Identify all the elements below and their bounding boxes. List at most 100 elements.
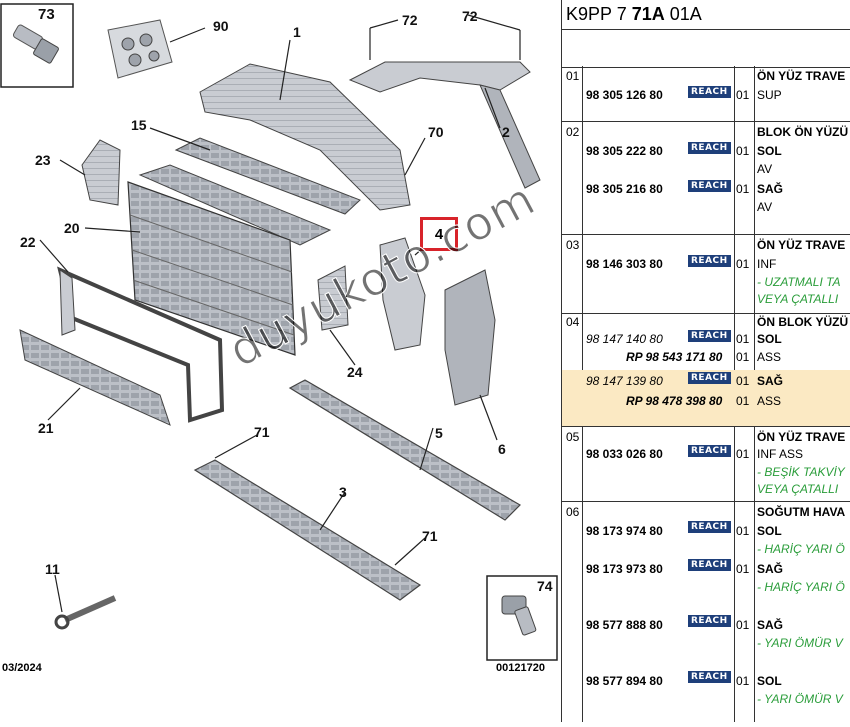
part-number[interactable]: 98 577 894 80 [586, 674, 663, 688]
seal-strip-15 [138, 137, 361, 246]
deflector-23 [81, 139, 121, 206]
quantity: 01 [736, 257, 750, 271]
callout-11: 11 [45, 561, 60, 577]
row-index: 01 [566, 69, 580, 83]
part-number[interactable]: 98 305 222 80 [586, 144, 663, 158]
part-side: SAĞ [757, 618, 784, 632]
row-index: 04 [566, 315, 580, 329]
panel-header-row [562, 29, 850, 68]
reach-badge: REACH [688, 445, 731, 457]
quantity: 01 [736, 182, 750, 196]
reach-badge: REACH [688, 559, 731, 571]
callout-15: 15 [131, 117, 147, 133]
reach-badge: REACH [688, 521, 731, 533]
bolt-icon-73 [12, 24, 59, 64]
row-heading: ÖN YÜZ TRAVE [757, 430, 846, 444]
replacement-part-number[interactable]: RP 98 543 171 80 [626, 350, 723, 364]
callout-20: 20 [64, 220, 80, 236]
table-row[interactable]: 04 ÖN BLOK YÜZÜ 98 147 140 80 REACH 01 S… [562, 314, 850, 427]
callout-22: 22 [20, 234, 36, 250]
part-number[interactable]: 98 305 216 80 [586, 182, 663, 196]
leader-lines [39, 14, 521, 613]
row-heading: ÖN YÜZ TRAVE [757, 238, 846, 252]
lower-spoiler-21 [19, 329, 171, 426]
callout-74: 74 [537, 578, 553, 594]
part-desc: INF [757, 257, 777, 271]
diagram-drawing [0, 3, 558, 661]
screw-icon-74 [501, 595, 537, 636]
part-note: VEYA ÇATALLI [757, 482, 839, 496]
callout-6: 6 [498, 441, 506, 457]
callout-24: 24 [347, 364, 363, 380]
reach-badge: REACH [688, 86, 731, 98]
table-row[interactable]: 01 ÖN YÜZ TRAVE 98 305 126 80 REACH 01 S… [562, 66, 850, 122]
table-row[interactable]: 03 ÖN YÜZ TRAVE 98 146 303 80 REACH 01 I… [562, 235, 850, 314]
part-side: SOL [757, 674, 782, 688]
quantity: 01 [736, 88, 750, 102]
part-number[interactable]: 98 577 888 80 [586, 618, 663, 632]
callout-2: 2 [502, 124, 510, 140]
quantity: 01 [736, 144, 750, 158]
part-number[interactable]: 98 173 973 80 [586, 562, 663, 576]
callout-4-highlighted: 4 [420, 217, 458, 251]
quantity: 01 [736, 524, 750, 538]
part-number[interactable]: 98 033 026 80 [586, 447, 663, 461]
part-note: - YARI ÖMÜR V [757, 692, 843, 706]
parts-list-panel: K9PP 7 71A 01A 01 ÖN YÜZ TRAVE 98 305 12… [561, 0, 850, 722]
callout-72a: 72 [402, 12, 418, 28]
part-number[interactable]: 98 305 126 80 [586, 88, 663, 102]
shutter-frame-20 [127, 181, 296, 356]
table-row[interactable]: 06 SOĞUTM HAVA 98 173 974 80 REACH 01 SO… [562, 502, 850, 722]
part-number[interactable]: 98 147 139 80 [586, 374, 663, 388]
part-number[interactable]: 98 173 974 80 [586, 524, 663, 538]
replacement-part-number[interactable]: RP 98 478 398 80 [626, 394, 723, 408]
lower-crossmember-5 [288, 379, 521, 521]
row-index: 02 [566, 125, 580, 139]
table-row[interactable]: 02 BLOK ÖN YÜZÜ 98 305 222 80 REACH 01 S… [562, 122, 850, 235]
row-heading: SOĞUTM HAVA [757, 505, 846, 519]
upper-crossmember-1 [199, 63, 411, 211]
quantity: 01 [736, 350, 750, 364]
quantity: 01 [736, 447, 750, 461]
row-heading: BLOK ÖN YÜZÜ [757, 125, 849, 139]
row-index: 06 [566, 505, 580, 519]
callout-70: 70 [428, 124, 444, 140]
deflector-24 [317, 265, 349, 331]
table-row[interactable]: 05 ÖN YÜZ TRAVE 98 033 026 80 REACH 01 I… [562, 427, 850, 502]
side-bracket-4 [379, 237, 426, 351]
part-side: SOL [757, 332, 782, 346]
part-note: - HARİÇ YARI Ö [757, 580, 845, 594]
part-side: SOL [757, 144, 782, 158]
bracket-2 [348, 61, 541, 189]
part-desc: SUP [757, 88, 782, 102]
title-suffix: 01A [664, 4, 702, 24]
lower-frame-22 [57, 266, 225, 423]
title-bold: 71A [631, 4, 665, 24]
quantity: 01 [736, 674, 750, 688]
part-side: SOL [757, 524, 782, 538]
part-note: - YARI ÖMÜR V [757, 636, 843, 650]
part-desc: AV [757, 200, 773, 214]
row-index: 05 [566, 430, 580, 444]
callout-23: 23 [35, 152, 51, 168]
callout-21: 21 [38, 420, 54, 436]
part-desc: ASS [757, 350, 782, 364]
quantity: 01 [736, 562, 750, 576]
part-side: SAĞ [757, 374, 784, 388]
part-desc: ASS [757, 394, 782, 408]
part-side: SAĞ [757, 182, 784, 196]
title-prefix: K9PP 7 [566, 4, 632, 24]
quantity: 01 [736, 618, 750, 632]
reach-badge: REACH [688, 615, 731, 627]
row-heading: ÖN BLOK YÜZÜ [757, 315, 849, 329]
parts-diagram: 73 90 72 72 1 2 15 70 23 4 20 22 24 6 21… [0, 3, 558, 674]
diagram-ref: 00121720 [496, 662, 545, 674]
part-number[interactable]: 98 147 140 80 [586, 332, 663, 346]
part-number[interactable]: 98 146 303 80 [586, 257, 663, 271]
quantity: 01 [736, 394, 750, 408]
callout-3: 3 [339, 484, 347, 500]
diagram-date: 03/2024 [2, 662, 42, 674]
reach-badge: REACH [688, 671, 731, 683]
callout-1: 1 [293, 24, 301, 40]
reach-badge: REACH [688, 372, 731, 384]
